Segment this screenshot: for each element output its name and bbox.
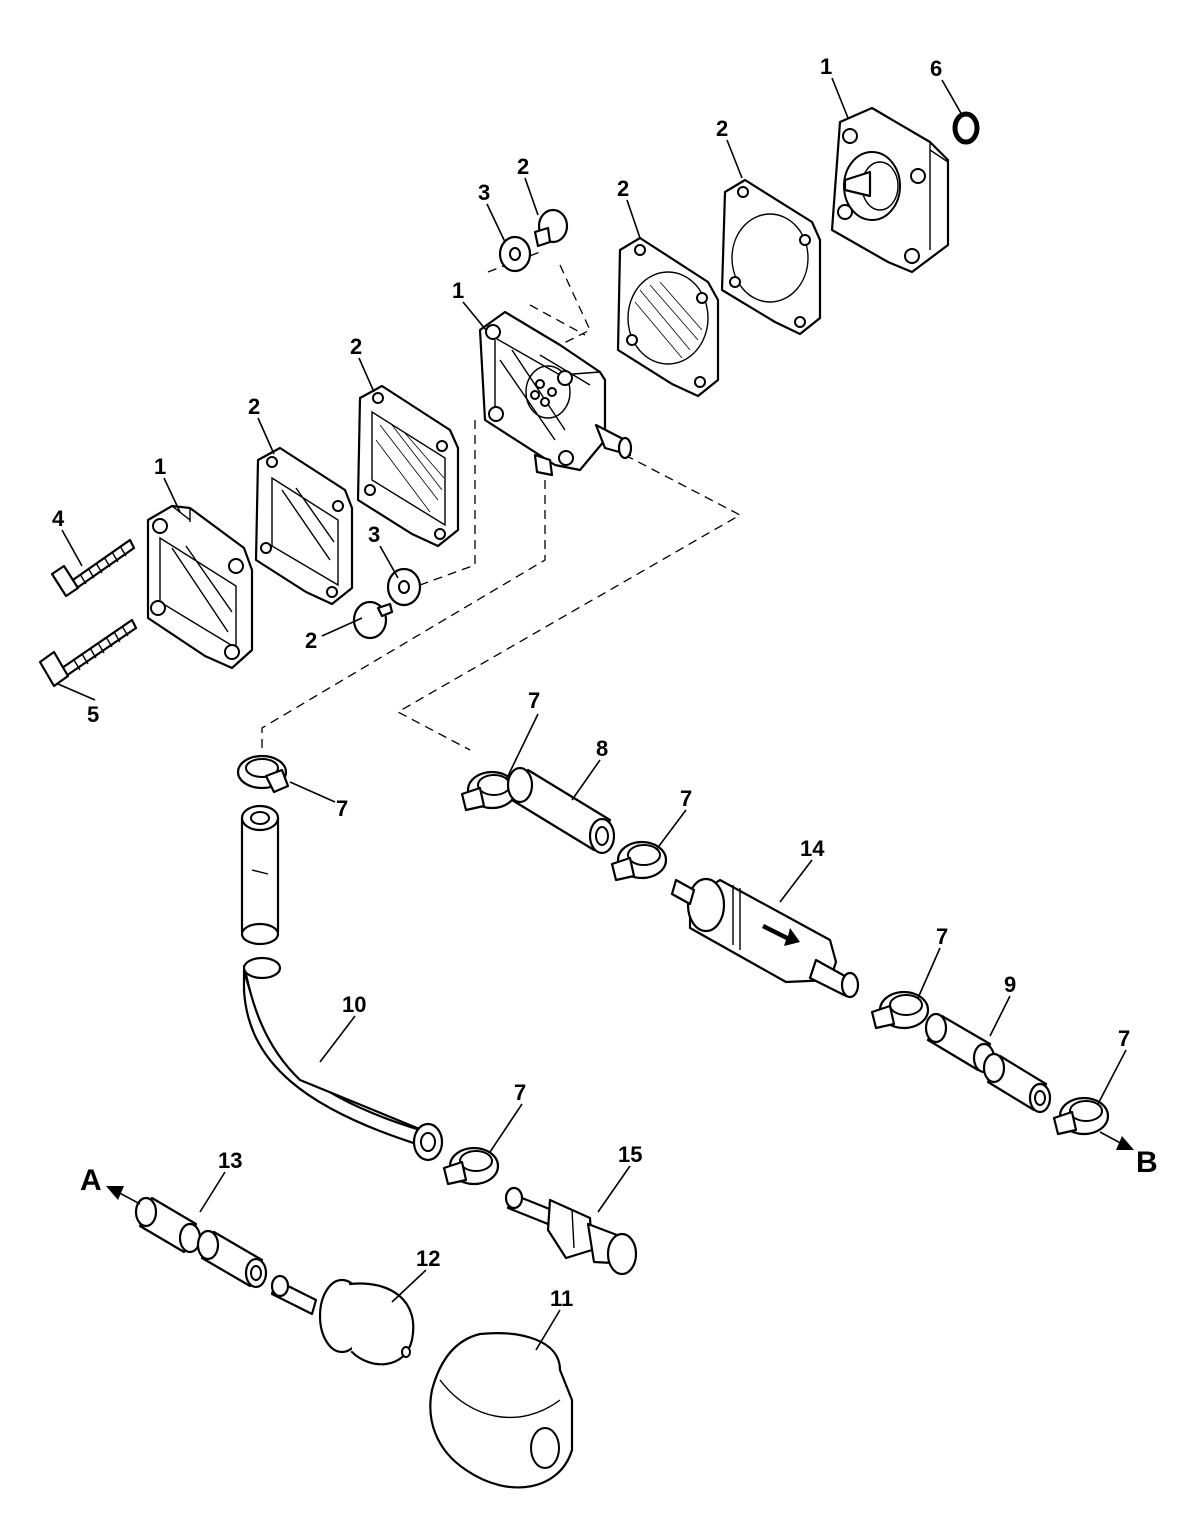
hose-8 (506, 766, 616, 855)
callout-valve-bottom: 2 (305, 628, 317, 653)
callout-cap: 11 (550, 1286, 573, 1311)
screw-5 (38, 618, 138, 688)
screw-4 (50, 538, 136, 598)
callout-clamp-lower: 7 (514, 1080, 526, 1105)
clamp-upper-right (460, 770, 518, 812)
callout-hose-9: 9 (1004, 972, 1016, 997)
cover-top (830, 106, 950, 274)
callout-clamp-upper-right: 7 (528, 688, 540, 713)
callout-filter: 14 (800, 836, 825, 861)
gasket-mid (254, 446, 354, 606)
gasket-top (720, 178, 822, 336)
callout-hose-13: 13 (218, 1148, 242, 1173)
clamp-far-right (1052, 1096, 1110, 1136)
callout-cover-base: 1 (154, 454, 166, 479)
callout-valve-top: 2 (517, 154, 529, 179)
cap (429, 1332, 574, 1489)
callout-hose-8: 8 (596, 736, 608, 761)
hose-vertical (240, 804, 280, 946)
callout-washer-bottom: 3 (368, 522, 380, 547)
cover-base (146, 504, 254, 670)
diaphragm-mid (356, 384, 460, 548)
clamp-right (870, 990, 930, 1030)
o-ring (952, 111, 980, 145)
callout-gasket-mid: 2 (248, 394, 260, 419)
callout-screw-4: 4 (52, 506, 65, 531)
clamp-mid (610, 840, 668, 882)
callout-screw-5: 5 (87, 702, 99, 727)
callout-clamp-right: 7 (936, 924, 948, 949)
callout-gasket-top: 2 (716, 116, 728, 141)
outlet-arrow (1099, 1131, 1134, 1150)
inlet-arrow (106, 1186, 141, 1205)
hose-9 (924, 1012, 1052, 1114)
callout-diaphragm-top: 2 (617, 176, 629, 201)
washer-top (498, 235, 532, 273)
callout-o-ring: 6 (930, 56, 942, 81)
callout-clamp-mid: 7 (680, 786, 692, 811)
callout-washer-top: 3 (478, 180, 490, 205)
flow-direction-arrow (762, 924, 800, 946)
outlet-label: B (1136, 1146, 1158, 1179)
fuel-filter (670, 877, 860, 999)
callout-fitting: 15 (618, 1142, 642, 1167)
callout-cover-top: 1 (820, 54, 832, 79)
clamp-upper-left (236, 754, 290, 794)
assembly-lines (261, 251, 742, 752)
callout-labels: 1 6 2 2 2 3 1 2 2 1 4 5 3 2 7 7 8 7 14 7… (52, 54, 1130, 1311)
callout-hose-10: 10 (342, 992, 366, 1017)
washer-bottom (386, 567, 422, 607)
callout-clamp-far-right: 7 (1118, 1026, 1130, 1051)
callout-primer-bulb: 12 (416, 1246, 440, 1271)
inlet-label: A (80, 1164, 102, 1197)
pump-body (478, 310, 633, 477)
hose-13 (134, 1196, 268, 1289)
callout-clamp-upper-left: 7 (336, 796, 348, 821)
valve-top (533, 208, 569, 248)
primer-bulb (270, 1274, 415, 1366)
callout-pump-body: 1 (452, 278, 464, 303)
leader-lines (57, 77, 1127, 1351)
diaphragm-top (616, 236, 720, 398)
callout-diaphragm-mid: 2 (350, 334, 362, 359)
clamp-lower (442, 1146, 500, 1186)
valve-bottom (352, 600, 394, 640)
fitting (504, 1186, 638, 1276)
hose-10 (242, 956, 444, 1162)
